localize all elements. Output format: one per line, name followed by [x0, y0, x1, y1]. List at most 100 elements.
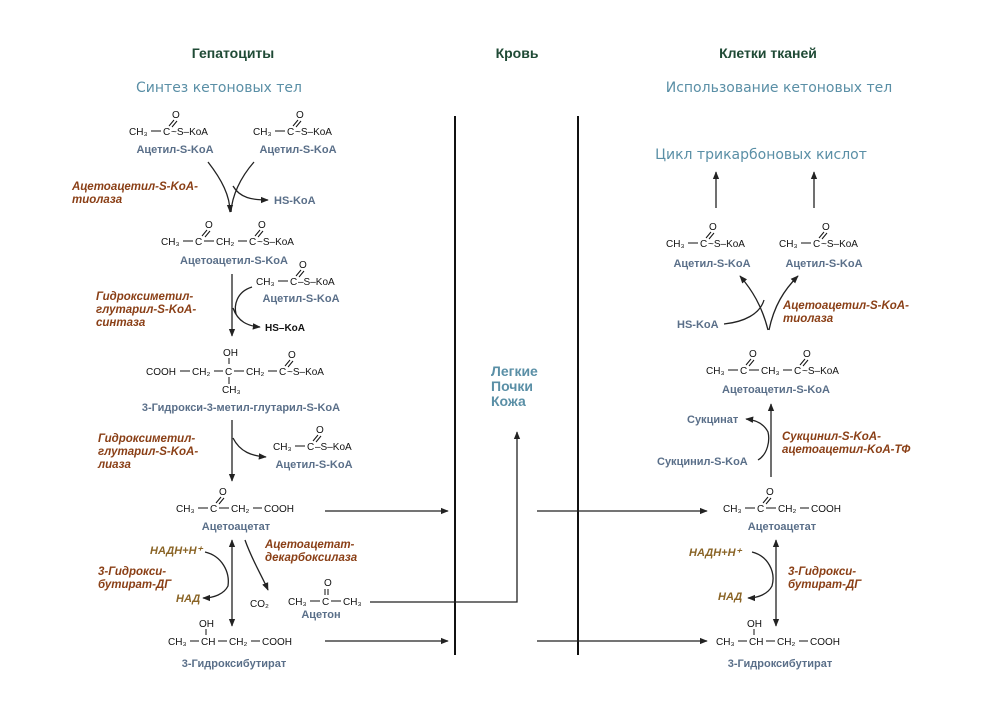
- svg-text:COOH: COOH: [262, 637, 292, 648]
- svg-text:C: C: [794, 366, 801, 377]
- svg-text:CH₃: CH₃: [168, 637, 187, 648]
- svg-text:CH₃: CH₃: [779, 239, 798, 250]
- svg-text:CH₃: CH₃: [161, 237, 180, 248]
- arrow-hs-coa-release-1: [232, 185, 269, 204]
- enzyme-hmg-lyase-line2: глутарил-S-KoA-: [98, 446, 198, 458]
- svg-text:C: C: [700, 239, 707, 250]
- cofactor-nad-right: НАД: [718, 591, 742, 603]
- header-tissue-cells: Клетки тканей: [719, 45, 817, 61]
- svg-text:O: O: [709, 222, 717, 233]
- enzyme-thiolase-right-line2: тиолаза: [783, 313, 834, 325]
- formula-acetoacetate-left: CH₃ C O CH₂ COOH: [176, 487, 294, 515]
- arrow-acetyl-coa-enter: [234, 286, 253, 315]
- enzyme-hbdh-right-line1: 3-Гидрокси-: [788, 566, 856, 578]
- svg-text:CH₃: CH₃: [253, 127, 272, 138]
- organ-skin: Кожа: [491, 393, 526, 409]
- arrow-acetyl-coa-release: [232, 437, 267, 460]
- name-acetone: Ацетон: [301, 609, 340, 621]
- svg-text:CH₂: CH₂: [231, 504, 249, 515]
- enzyme-hmg-lyase-line1: Гидроксиметил-: [98, 433, 195, 445]
- svg-text:COOH: COOH: [264, 504, 294, 515]
- svg-text:COOH: COOH: [811, 504, 841, 515]
- formula-co2: CO₂: [250, 599, 269, 610]
- svg-text:~S–KoA: ~S–KoA: [295, 127, 332, 138]
- svg-text:O: O: [749, 349, 757, 360]
- svg-text:CH₃: CH₃: [288, 597, 307, 608]
- name-hs-coa-right: HS-KoA: [677, 319, 719, 331]
- svg-text:CH: CH: [749, 637, 763, 648]
- enzyme-hbdh-left-line2: бутират-ДГ: [98, 579, 172, 591]
- svg-text:C: C: [322, 597, 329, 608]
- enzyme-hbdh-right-line2: бутират-ДГ: [788, 579, 862, 591]
- svg-text:C: C: [279, 367, 286, 378]
- name-acetyl-coa-1: Ацетил-S-KoA: [136, 144, 213, 156]
- svg-text:CH: CH: [201, 637, 215, 648]
- svg-text:C: C: [757, 504, 764, 515]
- svg-text:CH₃: CH₃: [129, 127, 148, 138]
- name-hs-coa-2: HS–KoA: [265, 323, 305, 334]
- svg-text:CH₃: CH₃: [761, 366, 780, 377]
- enzyme-thiolase-line2: тиолаза: [72, 194, 123, 206]
- cofactor-nad-left: НАД: [176, 593, 200, 605]
- svg-text:C: C: [287, 127, 294, 138]
- name-hs-coa-1: HS-KoA: [274, 195, 316, 207]
- svg-text:C: C: [740, 366, 747, 377]
- svg-text:OH: OH: [199, 619, 214, 630]
- name-hydroxybutyrate-left: 3-Гидроксибутират: [182, 658, 287, 670]
- svg-text:CH₃: CH₃: [723, 504, 742, 515]
- name-acetyl-coa-right-2: Ацетил-S-KoA: [785, 258, 862, 270]
- svg-text:O: O: [288, 350, 296, 361]
- name-acetoacetate-right: Ацетоацетат: [748, 521, 817, 533]
- svg-text:~S–KoA: ~S–KoA: [257, 237, 294, 248]
- formula-hydroxybutyrate-left: CH₃ CH OH CH₂ COOH: [168, 619, 292, 648]
- svg-text:~S–KoA: ~S–KoA: [821, 239, 858, 250]
- formula-acetyl-coa-right-1: CH₃ C O ~S–KoA: [666, 222, 745, 250]
- subtitle-synthesis: Синтез кетоновых тел: [136, 80, 302, 96]
- svg-text:O: O: [324, 578, 332, 589]
- svg-text:O: O: [822, 222, 830, 233]
- name-hydroxybutyrate-right: 3-Гидроксибутират: [728, 658, 833, 670]
- arrow-nadh-to-nad-left: [202, 551, 229, 602]
- svg-text:CH₃: CH₃: [222, 385, 241, 396]
- formula-acetoacetyl-coa-left: CH₃ C O CH₂ C O ~S–KoA: [161, 220, 294, 248]
- svg-text:OH: OH: [747, 619, 762, 630]
- svg-text:COOH: COOH: [146, 367, 176, 378]
- svg-text:O: O: [172, 110, 180, 121]
- subtitle-utilization: Использование кетоновых тел: [666, 80, 893, 96]
- formula-acetoacetate-right: CH₃ C O CH₂ COOH: [723, 487, 841, 515]
- svg-text:C: C: [290, 277, 297, 288]
- svg-text:O: O: [205, 220, 213, 231]
- header-blood: Кровь: [496, 45, 539, 61]
- svg-text:CH₂: CH₂: [229, 637, 247, 648]
- cofactor-nadh-left: НАДН+Н⁺: [150, 545, 204, 557]
- svg-text:CH₃: CH₃: [666, 239, 685, 250]
- svg-text:OH: OH: [223, 348, 238, 359]
- enzyme-thiolase-right-line1: Ацетоацетил-S-KoA-: [782, 300, 909, 312]
- arrow-thiolase-right: [230, 161, 255, 213]
- svg-text:C: C: [813, 239, 820, 250]
- svg-text:~S–KoA: ~S–KoA: [708, 239, 745, 250]
- arrow-acetone-to-organs: [370, 431, 521, 603]
- svg-text:CH₂: CH₂: [246, 367, 264, 378]
- svg-text:CH₂: CH₂: [777, 637, 795, 648]
- enzyme-transferase-line2: ацетоацетил-KoA-ТФ: [782, 444, 910, 456]
- enzyme-decarboxylase-line2: декарбоксилаза: [265, 552, 358, 564]
- arrow-decarboxylase: [244, 539, 269, 591]
- svg-text:CH₃: CH₃: [176, 504, 195, 515]
- header-hepatocytes: Гепатоциты: [192, 45, 275, 61]
- name-acetoacetyl-coa-right: Ацетоацетил-S-KoA: [722, 384, 830, 396]
- svg-text:O: O: [219, 487, 227, 498]
- formula-acetoacetyl-coa-right: CH₃ C O CH₃ C O ~S–KoA: [706, 349, 839, 377]
- name-acetoacetyl-coa-left: Ацетоацетил-S-KoA: [180, 255, 288, 267]
- name-acetyl-coa-2: Ацетил-S-KoA: [259, 144, 336, 156]
- formula-acetyl-coa-3: CH₃ C O –S–KoA: [256, 260, 335, 288]
- name-acetoacetate-left: Ацетоацетат: [202, 521, 271, 533]
- svg-text:–S–KoA: –S–KoA: [315, 442, 352, 453]
- svg-text:C: C: [163, 127, 170, 138]
- tca-cycle-label: Цикл трикарбоновых кислот: [655, 147, 867, 163]
- name-acetyl-coa-3: Ацетил-S-KoA: [262, 293, 339, 305]
- arrow-succinyl-to-succinate: [745, 416, 770, 461]
- cofactor-nadh-right: НАДН+Н⁺: [689, 547, 743, 559]
